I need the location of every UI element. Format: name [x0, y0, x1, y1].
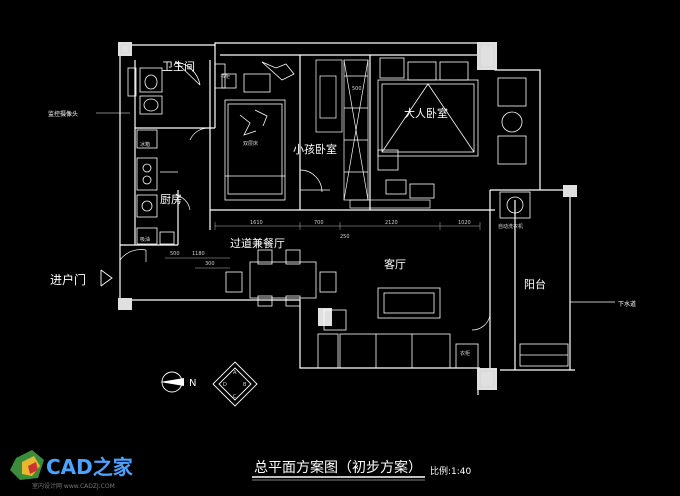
camera-label: 监控摄像头: [48, 110, 78, 118]
drawing-title: 总平面方案图（初步方案）: [254, 459, 422, 476]
brand-logo-text: CAD之家: [46, 455, 134, 479]
room-label-kitchen: 厨房: [160, 193, 182, 206]
bookshelf-label: 书柜: [220, 73, 230, 80]
doors: [119, 127, 491, 331]
dim-700: 700: [314, 220, 324, 226]
north-label: N: [189, 378, 196, 389]
svg-text:A: A: [233, 370, 237, 376]
column-blocks: [118, 42, 577, 390]
cabinet-label: 衣柜: [460, 350, 470, 357]
bunk-bed-label: 双层床: [243, 140, 258, 147]
svg-text:C: C: [233, 394, 237, 400]
washer-label: 自动洗衣机: [498, 223, 523, 230]
entrance-label: 进户门: [50, 272, 86, 287]
room-label-master-bedroom: 大人卧室: [404, 106, 448, 120]
room-label-balcony: 阳台: [524, 277, 546, 291]
living-furniture: [317, 287, 479, 369]
room-label-living: 客厅: [384, 257, 406, 271]
entrance-arrow: [100, 269, 113, 287]
range-hood-label: 吸油: [140, 236, 150, 243]
drawing-scale: 比例:1:40: [430, 465, 472, 477]
room-label-dining: 过道兼餐厅: [230, 236, 285, 250]
dim-500: 500: [170, 251, 180, 257]
walls: [119, 42, 575, 395]
master-bedroom-furniture: [377, 57, 527, 199]
brand-url: 室内设计网 www.CADZJ.COM: [32, 482, 115, 490]
child-bedroom-furniture: [214, 61, 330, 201]
dimension-lines: [165, 222, 481, 269]
svg-text:D: D: [223, 382, 227, 388]
north-arrow: N: [160, 371, 196, 393]
dim-1180: 1180: [192, 251, 205, 257]
dim-1020: 1020: [458, 220, 471, 226]
wardrobes: [315, 59, 431, 209]
room-label-child-bedroom: 小孩卧室: [293, 142, 337, 156]
dim-2120: 2120: [385, 220, 398, 226]
dim-1610: 1610: [250, 220, 263, 226]
dim-250: 250: [340, 234, 350, 240]
room-label-bathroom: 卫生间: [162, 59, 195, 73]
drain-label: 下水道: [618, 300, 636, 308]
dim-300: 300: [205, 261, 215, 267]
wardrobe-number: 500: [352, 86, 362, 92]
cad-logo: [10, 450, 44, 480]
svg-text:B: B: [243, 382, 247, 388]
balcony-fixtures: [499, 191, 615, 367]
dining-set: [225, 249, 337, 307]
kitchen-fixtures: [136, 129, 178, 245]
wall-hatch: [120, 44, 495, 388]
section-symbol: A B C D: [212, 361, 258, 407]
bathroom-fixtures: [127, 61, 201, 115]
fridge-label: 冰箱: [140, 141, 150, 148]
